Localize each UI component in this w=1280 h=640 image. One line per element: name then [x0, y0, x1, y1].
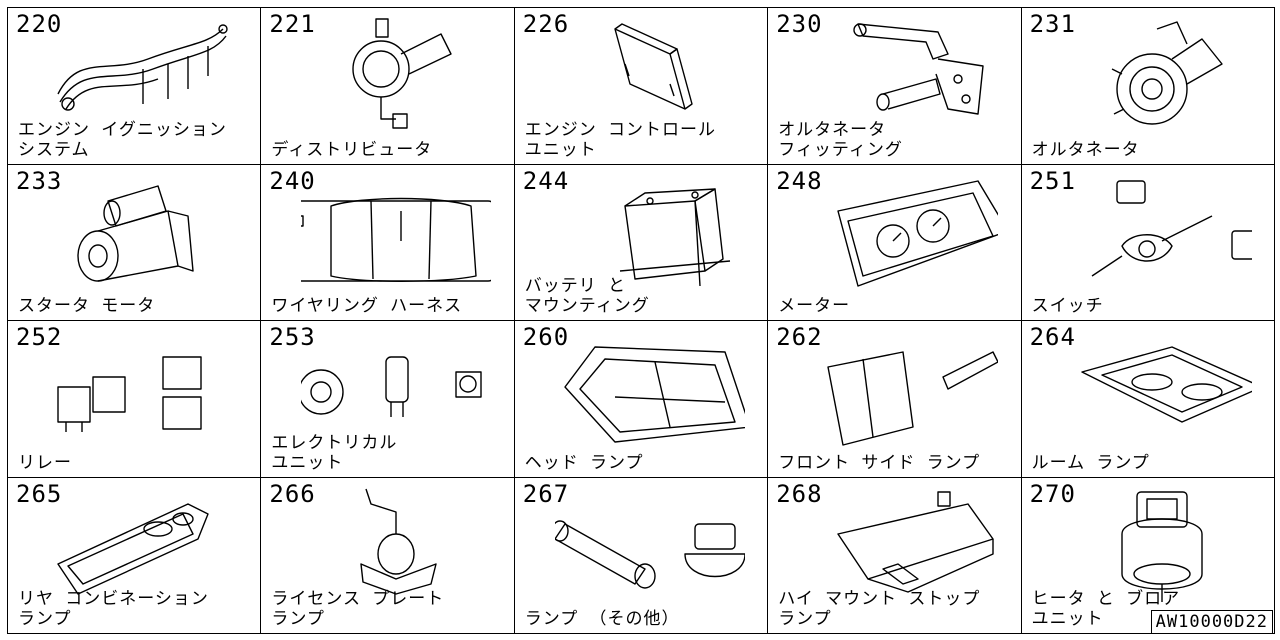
part-cell-231[interactable]: 231 オルタネータ [1021, 8, 1275, 165]
room-lamp-icon [1062, 327, 1263, 447]
part-cell-265[interactable]: 265 リヤ コンビネーション ランプ [8, 477, 262, 634]
part-label: オルタネータ [1031, 139, 1140, 160]
part-cell-266[interactable]: 266 ライセンス プレート ランプ [261, 477, 515, 634]
part-number: 268 [776, 479, 823, 508]
part-label: ヒータ と ブロア ユニット [1031, 589, 1181, 629]
wiring-harness-icon [285, 171, 498, 291]
part-label: ハイ マウント ストップ ランプ [778, 589, 981, 629]
part-cell-240[interactable]: 240 ワイヤリング ハーネス [261, 164, 515, 321]
part-label: エンジン コントロール ユニット [524, 119, 717, 160]
part-label: エレクトリカル ユニット [271, 432, 398, 473]
ecu-icon [555, 14, 745, 134]
part-cell-244[interactable]: 244 バッテリ と マウンティング [514, 164, 769, 321]
part-cell-268[interactable]: 268 ハイ マウント ストップ ランプ [768, 477, 1022, 634]
part-number: 264 [1029, 323, 1076, 351]
part-label: フロント サイド ランプ [778, 452, 981, 473]
part-cell-267[interactable]: 267 ランプ （その他） [514, 477, 769, 634]
part-label: スタータ モータ [18, 296, 156, 316]
part-label: ワイヤリング ハーネス [271, 296, 463, 316]
part-cell-230[interactable]: 230 オルタネータ フィッティング [768, 8, 1022, 165]
drawing-code: AW10000D22 [1150, 610, 1273, 634]
rear-combination-lamp-icon [48, 484, 238, 604]
part-cell-226[interactable]: 226 エンジン コントロール ユニット [514, 8, 769, 165]
part-cell-270[interactable]: 270 ヒータ と ブロア ユニット [1021, 477, 1275, 634]
part-number: 231 [1029, 10, 1076, 38]
part-number: 267 [522, 479, 570, 508]
license-plate-lamp-icon [301, 484, 491, 604]
starter-motor-icon [48, 171, 238, 291]
part-label: リヤ コンビネーション ランプ [18, 589, 209, 629]
part-number: 248 [776, 166, 823, 195]
part-number: 230 [776, 10, 823, 38]
part-cell-251[interactable]: 251 スイッチ [1021, 164, 1275, 321]
part-cell-233[interactable]: 233 スタータ モータ [8, 164, 262, 321]
front-side-lamp-icon [808, 327, 999, 447]
part-label: ランプ （その他） [524, 609, 680, 629]
part-label: ディストリビュータ [271, 139, 433, 160]
part-number: 252 [16, 323, 63, 351]
alternator-icon [1062, 14, 1252, 134]
part-cell-221[interactable]: 221 ディストリビュータ [261, 8, 515, 165]
battery-icon [555, 171, 745, 291]
part-label: ルーム ランプ [1031, 452, 1150, 473]
distributor-icon [301, 14, 491, 134]
part-label: ヘッド ランプ [524, 452, 644, 473]
switch-icon [1062, 171, 1263, 291]
part-cell-252[interactable]: 252 リレー [8, 321, 262, 478]
high-mount-stop-lamp-icon [808, 484, 998, 604]
part-number: 244 [522, 166, 570, 195]
part-number: 221 [269, 10, 316, 38]
part-cell-262[interactable]: 262 フロント サイド ランプ [768, 321, 1022, 478]
part-label: ライセンス プレート ランプ [271, 589, 445, 629]
part-number: 226 [522, 10, 570, 38]
part-number: 220 [16, 10, 63, 38]
part-number: 240 [269, 166, 316, 195]
part-cell-264[interactable]: 264 ルーム ランプ [1021, 321, 1275, 478]
part-number: 233 [16, 166, 63, 195]
heater-blower-icon [1062, 484, 1252, 604]
part-cell-220[interactable]: 220 エンジン イグニッション システム [8, 8, 262, 165]
part-cell-253[interactable]: 253 エレクトリカル ユニット [261, 321, 515, 478]
part-label: オルタネータ フィッティング [778, 119, 903, 160]
part-label: リレー [18, 452, 72, 473]
parts-catalog-grid: 220 エンジン イグニッション システム 221 ディストリビュータ 226 … [7, 7, 1275, 634]
relay-icon [48, 327, 238, 447]
lamp-other-icon [551, 484, 746, 604]
part-number: 251 [1029, 166, 1076, 195]
part-cell-248[interactable]: 248 メーター [768, 164, 1022, 321]
part-label: バッテリ と マウンティング [524, 276, 650, 316]
part-number: 266 [269, 479, 316, 508]
meter-icon [808, 171, 1009, 291]
part-number: 260 [522, 323, 570, 351]
part-number: 262 [776, 323, 823, 351]
part-label: エンジン イグニッション システム [18, 119, 227, 160]
part-label: スイッチ [1031, 296, 1104, 316]
ignition-wires-icon [48, 14, 238, 134]
part-cell-260[interactable]: 260 ヘッド ランプ [514, 321, 769, 478]
part-number: 270 [1029, 479, 1076, 508]
electrical-unit-icon [298, 327, 491, 447]
headlamp-icon [555, 327, 751, 447]
part-number: 253 [269, 323, 316, 351]
part-number: 265 [16, 479, 63, 508]
part-label: メーター [778, 296, 851, 316]
alternator-fitting-icon [808, 14, 998, 134]
